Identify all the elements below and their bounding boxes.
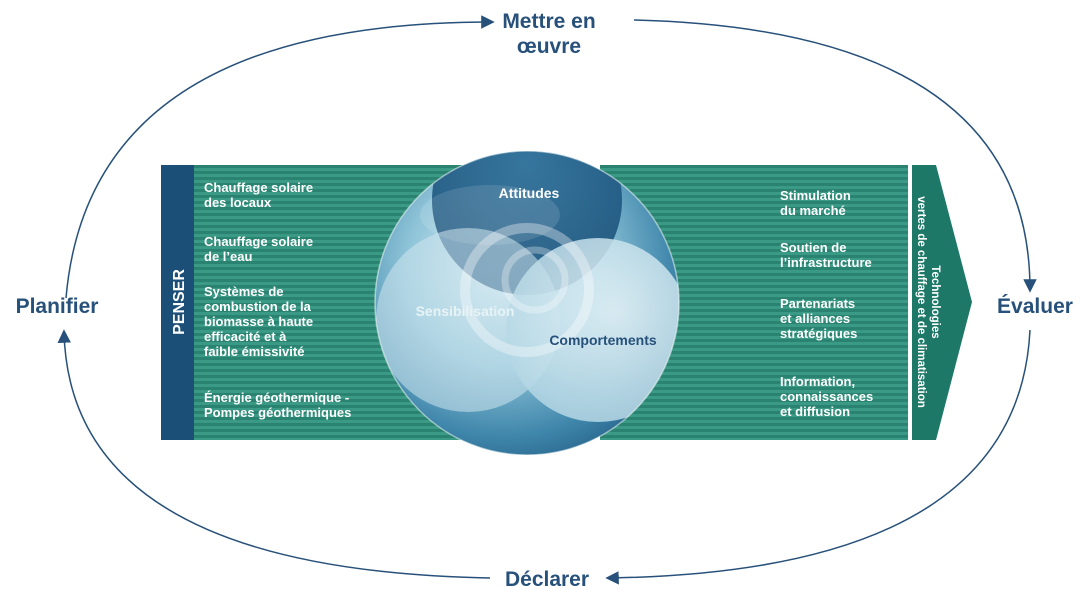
sphere-swirl-1 [460, 223, 594, 357]
left-band-item-3-line-3: biomasse à haute [204, 314, 313, 329]
left-band-item-4-line-2: Pompes géothermiques [204, 405, 351, 420]
comportements-circle [506, 238, 679, 422]
left-band-item-3-line-5: faible émissivité [204, 344, 304, 359]
right-band-item-4-line-3: et diffusion [780, 404, 850, 419]
right-band-item-3-line-1: Partenariats [780, 296, 855, 311]
right-band-item-1-line-2: du marché [780, 203, 846, 218]
left-band-header [161, 165, 194, 440]
cycle-label-bottom: Déclarer [505, 568, 589, 589]
left-band-item-2-line-1: Chauffage solaire [204, 234, 313, 249]
circle-label-sensibilisation: Sensibilisation [416, 303, 515, 319]
left-band-item-3-line-1: Systèmes de [204, 284, 284, 299]
left-band-item-2-line-2: de l’eau [204, 249, 252, 264]
circle-label-comportements: Comportements [549, 332, 657, 348]
left-band-item-1-line-1: Chauffage solaire [204, 180, 313, 195]
cycle-label-top-line2: œuvre [517, 35, 581, 58]
right-band-arrow [912, 165, 972, 440]
right-band-item-3-line-2: et alliances [780, 311, 850, 326]
cycle-label-top-line1: Mettre en [502, 10, 595, 33]
right-band-item-2-line-1: Soutien de [780, 240, 846, 255]
right-band-arrow-line1: Technologies [929, 265, 941, 338]
left-band-item-3-line-4: efficacité et à [204, 329, 287, 344]
cycle-arrow-bottom-right [605, 329, 1031, 585]
sphere-swirl-2 [501, 246, 569, 314]
sphere-highlight [420, 185, 560, 245]
right-band-item-4-line-2: connaissances [780, 389, 873, 404]
cycle-label-left: Planifier [16, 295, 99, 318]
left-band-item-3-line-2: combustion de la [204, 299, 312, 314]
cycle-arrow-bottom-left [57, 329, 491, 579]
right-band-item-3-line-3: stratégiques [780, 326, 857, 341]
left-band-item-1-line-2: des locaux [204, 195, 272, 210]
cycle-arrow-top-right [633, 19, 1037, 293]
left-band-item-4-line-1: Énergie géothermique - [204, 390, 349, 405]
right-band-item-1-line-1: Stimulation [780, 188, 851, 203]
left-band-item-4: Énergie géothermique -Pompes géothermiqu… [204, 390, 351, 420]
left-band-header-label: PENSER [171, 269, 188, 335]
right-band-arrow-line2: vertes de chauffage et de climatisation [915, 196, 927, 408]
sphere [374, 150, 680, 456]
cycle-arrow-top-left [65, 15, 495, 299]
cycle-label-right: Évaluer [997, 295, 1073, 318]
right-band-item-4-line-1: Information, [780, 374, 855, 389]
right-band-item-2-line-2: l’infrastructure [780, 255, 872, 270]
circle-label-attitudes: Attitudes [499, 185, 560, 201]
